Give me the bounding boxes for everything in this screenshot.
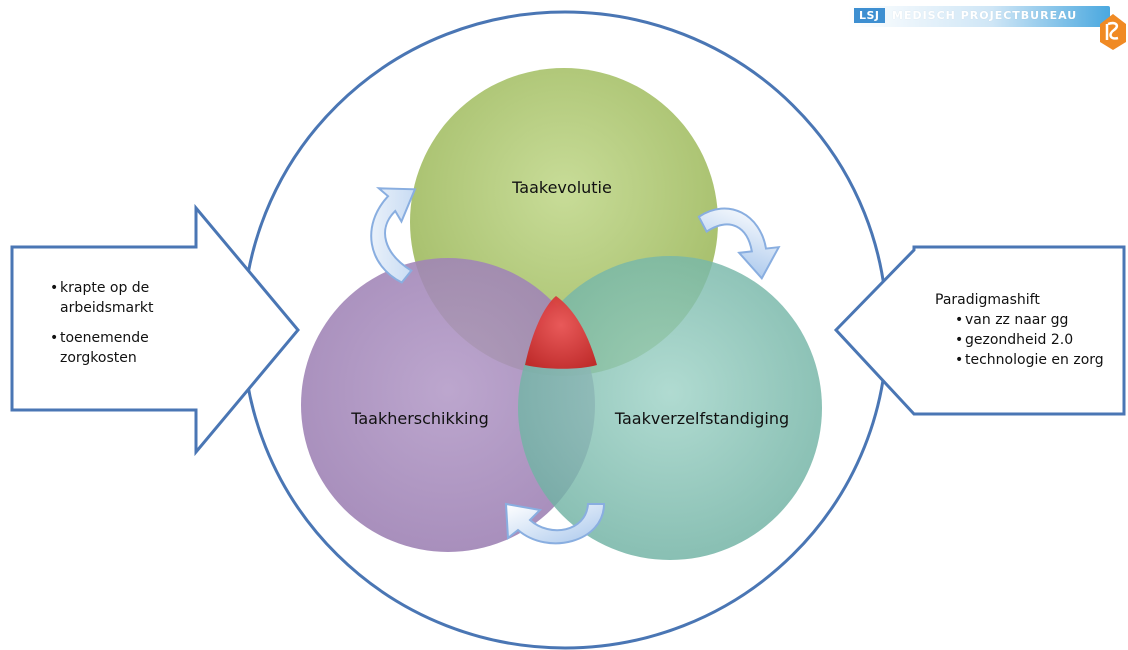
- circle-taakherschikking: [301, 258, 595, 552]
- right-callout-heading: Paradigmashift: [935, 292, 1040, 308]
- circle-taakverzelfstandiging: [518, 256, 822, 560]
- left-callout-item: toenemende zorgkosten: [50, 328, 190, 368]
- curved-arrow-icon: [697, 207, 781, 281]
- curved-arrow-icon: [504, 502, 606, 545]
- left-callout-text: krapte op de arbeidsmarkt toenemende zor…: [50, 278, 190, 368]
- center-overlap: [525, 296, 597, 369]
- left-callout-item: krapte op de arbeidsmarkt: [50, 278, 190, 318]
- logo-mark-icon: [1100, 14, 1126, 50]
- logo-banner: [848, 6, 1110, 27]
- curved-arrow-icon: [370, 187, 417, 284]
- right-callout-item: gezondheid 2.0: [955, 330, 1128, 350]
- label-taakherschikking: Taakherschikking: [350, 409, 489, 428]
- right-callout-item: van zz naar gg: [955, 310, 1128, 330]
- right-callout-text: Paradigmashift van zz naar gg gezondheid…: [935, 290, 1128, 370]
- label-taakevolutie: Taakevolutie: [511, 178, 612, 197]
- logo-abbr: LSJ: [854, 8, 885, 23]
- label-taakverzelfstandiging: Taakverzelfstandiging: [614, 409, 789, 428]
- logo-name: MEDISCH PROJECTBUREAU: [892, 9, 1078, 22]
- right-callout-item: technologie en zorg: [955, 350, 1128, 370]
